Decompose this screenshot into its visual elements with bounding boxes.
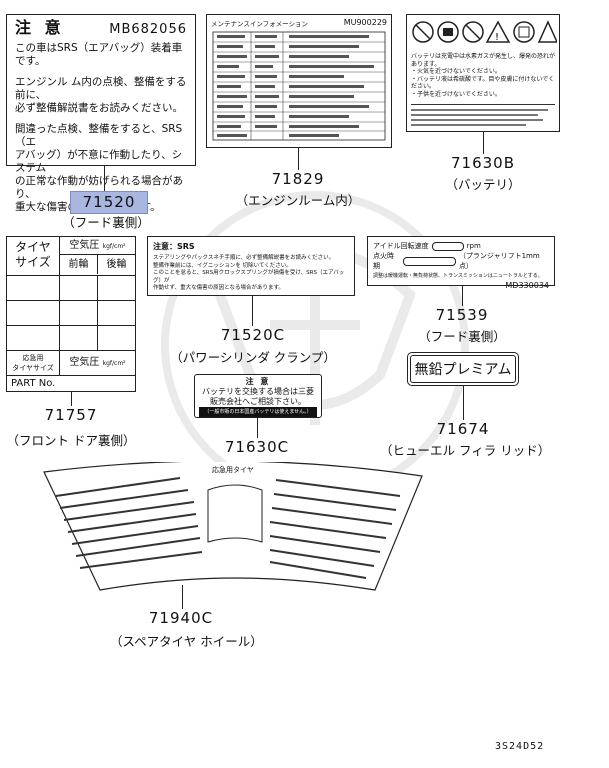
- battery-caution-line1: バッテリを交換する場合は三菱: [202, 387, 314, 396]
- front-wheel-header: 前輪: [60, 255, 98, 274]
- part-number-71630b[interactable]: 71630B: [450, 154, 515, 172]
- label-tire-pressure: タイヤ サイズ 空気圧 kgf/cm² 前輪 後輪 応急用 タイヤサイズ 空気圧…: [6, 236, 136, 392]
- maint-table-graphic: [212, 31, 386, 141]
- idle-speed-value-box: [431, 241, 464, 251]
- maint-title: メンテナンスインフォメーション: [211, 20, 309, 28]
- idle-adjust-note: 調整は暖機運転・無負荷状態、トランスミッションはニュートラルとする。: [373, 273, 543, 279]
- caution-para1-line: 必ず整備解説書をお読みください。: [15, 102, 183, 114]
- battery-warning-pictograms: !: [412, 20, 559, 43]
- part-name-71520: （フード裏側）: [62, 215, 150, 230]
- spare-pressure-label: 空気圧: [69, 357, 100, 368]
- label-idle-speed: アイドル回転速度 rpm 点火時期 （プランジャリフト1mm点） 調整は暖機運転…: [367, 236, 555, 290]
- part-name-71674: （ヒューエル フィラ リッド）: [380, 443, 551, 458]
- ignition-timing-label: 点火時期: [373, 252, 394, 270]
- ignition-timing-note: （プランジャリフト1mm点）: [458, 252, 540, 270]
- srs-line: ステアリングやパックスネチ手順に、必ず整備解説書をお読みください。: [153, 255, 335, 261]
- tire-size-header: タイヤ: [15, 240, 51, 254]
- part-name-71757: （フロント ドア裏側）: [6, 433, 136, 448]
- srs-line: このことを怠ると、SRS用クロックスプリングが損傷を受け、SRS（エアバッグ）が: [153, 270, 345, 284]
- maint-code: MU900229: [343, 18, 387, 27]
- part-number-71829[interactable]: 71829: [271, 170, 325, 188]
- ignition-timing-box: [402, 256, 456, 266]
- battery-caution-line3: （一般市販の日本国産バッテリは使えません。）: [199, 407, 317, 417]
- pressure-header: 空気圧: [69, 240, 100, 251]
- svg-text:!: !: [495, 32, 499, 43]
- part-number-71674[interactable]: 71674: [436, 420, 490, 438]
- spare-size-label: 応急用: [22, 354, 44, 362]
- caution-code: MB682056: [109, 22, 187, 37]
- spare-size-label-2: タイヤサイズ: [12, 364, 54, 372]
- part-number-71757[interactable]: 71757: [44, 406, 98, 424]
- spare-pressure-unit: kgf/cm²: [102, 360, 126, 367]
- battery-caution-heading: 注 意: [245, 377, 271, 386]
- label-unleaded-premium: 無鉛プレミアム: [407, 352, 519, 386]
- tire-size-header-2: サイズ: [15, 255, 51, 269]
- part-number-71630c[interactable]: 71630C: [224, 438, 290, 456]
- idle-speed-unit: rpm: [466, 242, 481, 250]
- battery-caution-line2: 販売会社へご相談下さい。: [210, 397, 306, 406]
- battery-warning-row: バッテリは充電中は水素ガスが発生し、爆発の恐れがあります。: [411, 53, 556, 68]
- srs-line: 整備作業前には、イグニッションを 切除いてください。: [153, 262, 292, 269]
- caution-para2-line: アバッグ）が不意に作動したり、システム: [15, 149, 183, 174]
- tire-label-part-no: PART No.: [11, 378, 56, 389]
- part-number-71940c[interactable]: 71940C: [148, 609, 214, 627]
- label-srs-power-cylinder: 注意：SRS ステアリングやパックスネチ手順に、必ず整備解説書をお読みください。…: [147, 236, 355, 296]
- drawing-code: 3S24D52: [495, 741, 545, 752]
- part-number-71539[interactable]: 71539: [435, 306, 489, 324]
- unleaded-text: 無鉛プレミアム: [410, 355, 516, 383]
- part-number-71520c[interactable]: 71520C: [220, 326, 286, 344]
- part-name-71940c: （スペアタイヤ ホイール）: [110, 634, 263, 649]
- part-name-71520c: （パワーシリンダ クランプ）: [170, 350, 336, 365]
- srs-heading: 注意：SRS: [153, 242, 195, 251]
- battery-warning-row: ・子供を近づけないでください。: [411, 90, 501, 98]
- label-spare-tire: [43, 462, 423, 591]
- battery-warning-row: ・火気を近づけないでください。: [411, 68, 501, 75]
- caution-para2-line: の正常な作動が妨げられる場合があり、: [15, 175, 183, 200]
- part-number-71520[interactable]: 71520: [70, 191, 148, 214]
- battery-warning-row: ・バッテリ液は希硫酸です。目や皮膚に付けないでください。: [411, 75, 555, 91]
- label-battery-warning: ! バッテリは充電中は水素ガスが発生し、爆発の恐れがあります。 ・火気を近づけな…: [406, 14, 560, 132]
- caution-para1-line: エンジンル ム内の点検、整備をする前に、: [15, 76, 187, 101]
- idle-speed-label: アイドル回転速度: [373, 242, 429, 250]
- caution-para2-line: 間違った点検、整備をすると、SRS（エ: [15, 123, 183, 148]
- label-maintenance-info: メンテナンスインフォメーション MU900229: [206, 14, 392, 148]
- label-battery-replacement: 注 意 バッテリを交換する場合は三菱 販売会社へご相談下さい。 （一般市販の日本…: [194, 374, 322, 418]
- srs-line: 作動せず、重大な傷害の原因となる場合があります。: [153, 285, 284, 291]
- part-name-71630b: （バッテリ）: [445, 177, 521, 192]
- part-name-71829: （エンジンルーム内）: [235, 193, 361, 208]
- caution-heading: 注 意: [15, 18, 65, 37]
- spare-tire-title: 応急用タイヤ: [212, 466, 254, 474]
- idle-label-code: MD330034: [505, 281, 549, 290]
- part-name-71539: （フード裏側）: [418, 329, 506, 344]
- caution-line1: この車はSRS（エアバッグ）装着車です。: [15, 42, 183, 67]
- rear-wheel-header: 後輪: [106, 259, 127, 270]
- label-srs-caution-hood: 注 意 MB682056 この車はSRS（エアバッグ）装着車です。 エンジンル …: [6, 14, 196, 213]
- pressure-unit: kgf/cm²: [102, 243, 126, 250]
